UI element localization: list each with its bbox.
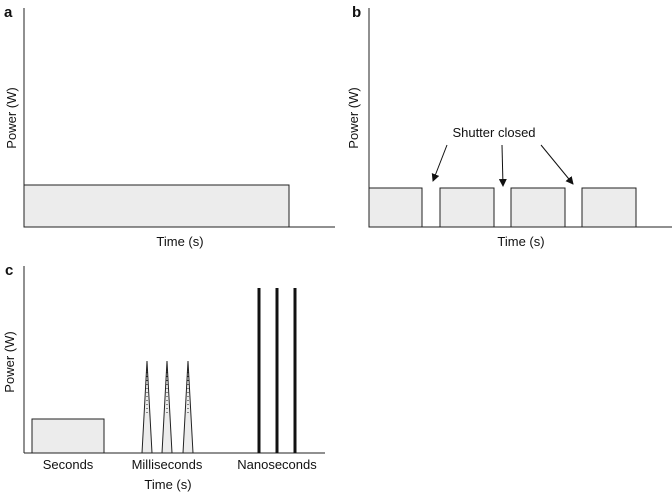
pulse-block <box>581 187 637 228</box>
pulse-block <box>439 187 495 228</box>
arrow <box>498 144 507 187</box>
category-nanoseconds: Nanoseconds <box>237 457 317 472</box>
category-milliseconds: Milliseconds <box>132 457 203 472</box>
panel-letter-b: b <box>352 4 361 21</box>
panel-a: a Time (s) Power (W) <box>4 4 335 249</box>
y-axis-label: Power (W) <box>4 87 19 148</box>
x-axis-label: Time (s) <box>156 234 203 249</box>
panel-letter-a: a <box>4 4 13 21</box>
y-axis-label: Power (W) <box>2 331 17 392</box>
nanosecond-pulses <box>257 288 297 453</box>
panel-c: c Seconds Milliseconds Nanoseconds Time … <box>2 262 325 492</box>
ms-pulse <box>141 360 153 454</box>
shutter-closed-label: Shutter closed <box>452 125 535 140</box>
category-seconds: Seconds <box>43 457 94 472</box>
pulse-block <box>368 187 423 228</box>
y-axis-label: Power (W) <box>346 87 361 148</box>
pulse-block <box>510 187 566 228</box>
arrow <box>540 144 574 185</box>
ms-pulse <box>182 360 194 454</box>
x-axis-label: Time (s) <box>144 477 191 492</box>
panel-b: b Shutter closed Time (s) Power (W) <box>346 4 672 249</box>
arrow <box>431 144 448 182</box>
seconds-block <box>31 418 105 454</box>
ms-pulse <box>161 360 173 454</box>
millisecond-pulses <box>141 360 194 454</box>
continuous-power-block <box>23 184 290 228</box>
x-axis-label: Time (s) <box>497 234 544 249</box>
panel-letter-c: c <box>5 262 13 279</box>
